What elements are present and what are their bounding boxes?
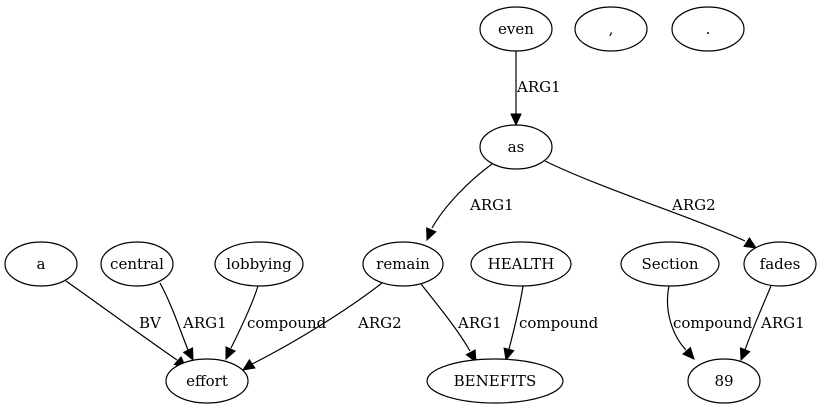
edge-line [431,163,493,229]
node-label: Section [641,255,698,273]
edge-line [230,285,259,349]
node-effort: effort [165,358,249,404]
node-ellipse [362,241,444,287]
node-label: a [37,255,46,273]
node-label: 89 [714,372,733,390]
edge-label: ARG2 [357,314,402,332]
edge-line [65,280,178,361]
edge-central-to-effort: ARG1 [159,282,227,362]
node-label: as [508,138,525,156]
nodes-layer: even,. as a central lobbying remain HEALTH Sect… [4,6,817,404]
node-ellipse [479,6,553,52]
arrowhead-icon [739,347,751,362]
node-comma: , [574,6,648,52]
edge-line [666,285,687,351]
edge-label: ARG1 [469,196,514,214]
node-ellipse [100,241,174,287]
edge-line [544,160,746,242]
node-label: BENEFITS [454,372,537,390]
node-label: HEALTH [488,255,555,273]
node-central: central [100,241,174,287]
edge-a-to-effort: BV [65,280,187,369]
edge-line [159,282,189,351]
node-ellipse [214,241,304,287]
node-ellipse [470,241,572,287]
edge-label: compound [519,314,599,332]
edge-section-to-n89: compound [666,285,753,360]
edge-even-to-as: ARG1 [510,51,561,127]
edge-label: ARG1 [516,78,561,96]
node-ellipse [574,6,648,52]
arrowhead-icon [426,227,437,242]
arrowhead-icon [225,346,237,361]
edge-label: compound [673,314,753,332]
edge-line [744,285,772,351]
node-label: . [706,20,711,38]
arrowhead-icon [503,347,515,362]
edge-line [508,285,524,350]
node-as: as [479,124,553,170]
node-ellipse [426,358,564,404]
edge-remain-to-benefits: ARG1 [420,283,502,364]
node-label: fades [760,255,801,273]
edge-remain-to-effort: ARG2 [241,282,402,371]
node-label: remain [376,255,430,273]
node-a: a [4,241,78,287]
edge-health-to-benefits: compound [503,285,599,362]
arrowhead-icon [465,349,477,364]
node-ellipse [479,124,553,170]
arrowhead-icon [241,358,256,371]
edge-label: ARG1 [182,314,227,332]
node-label: effort [186,372,228,390]
edge-label: compound [247,314,327,332]
edge-label: ARG1 [457,314,502,332]
node-ellipse [671,6,745,52]
arrowhead-icon [682,346,695,360]
node-label: even [498,20,534,38]
node-remain: remain [362,241,444,287]
edge-as-to-remain: ARG1 [426,163,514,242]
node-label: central [110,255,164,273]
edge-line [251,282,383,365]
node-ellipse [743,241,817,287]
edge-as-to-fades: ARG2 [544,160,758,249]
node-ellipse [4,241,78,287]
node-even: even [479,6,553,52]
edge-lobbying-to-effort: compound [225,285,327,361]
edge-line [420,283,471,352]
arrowhead-icon [743,236,758,249]
arrowhead-icon [182,347,194,362]
edge-fades-to-n89: ARG1 [739,285,805,362]
arrowhead-icon [510,113,522,127]
node-section: Section [620,241,720,287]
node-health: HEALTH [470,241,572,287]
node-benefits: BENEFITS [426,358,564,404]
node-fades: fades [743,241,817,287]
node-ellipse [165,358,249,404]
node-ellipse [620,241,720,287]
node-period: . [671,6,745,52]
edge-label: BV [139,314,162,332]
node-ellipse [687,358,761,404]
node-label: lobbying [226,255,292,273]
node-n89: 89 [687,358,761,404]
node-lobbying: lobbying [214,241,304,287]
edge-label: ARG1 [760,314,805,332]
node-label: , [609,20,614,38]
edge-label: ARG2 [671,196,716,214]
